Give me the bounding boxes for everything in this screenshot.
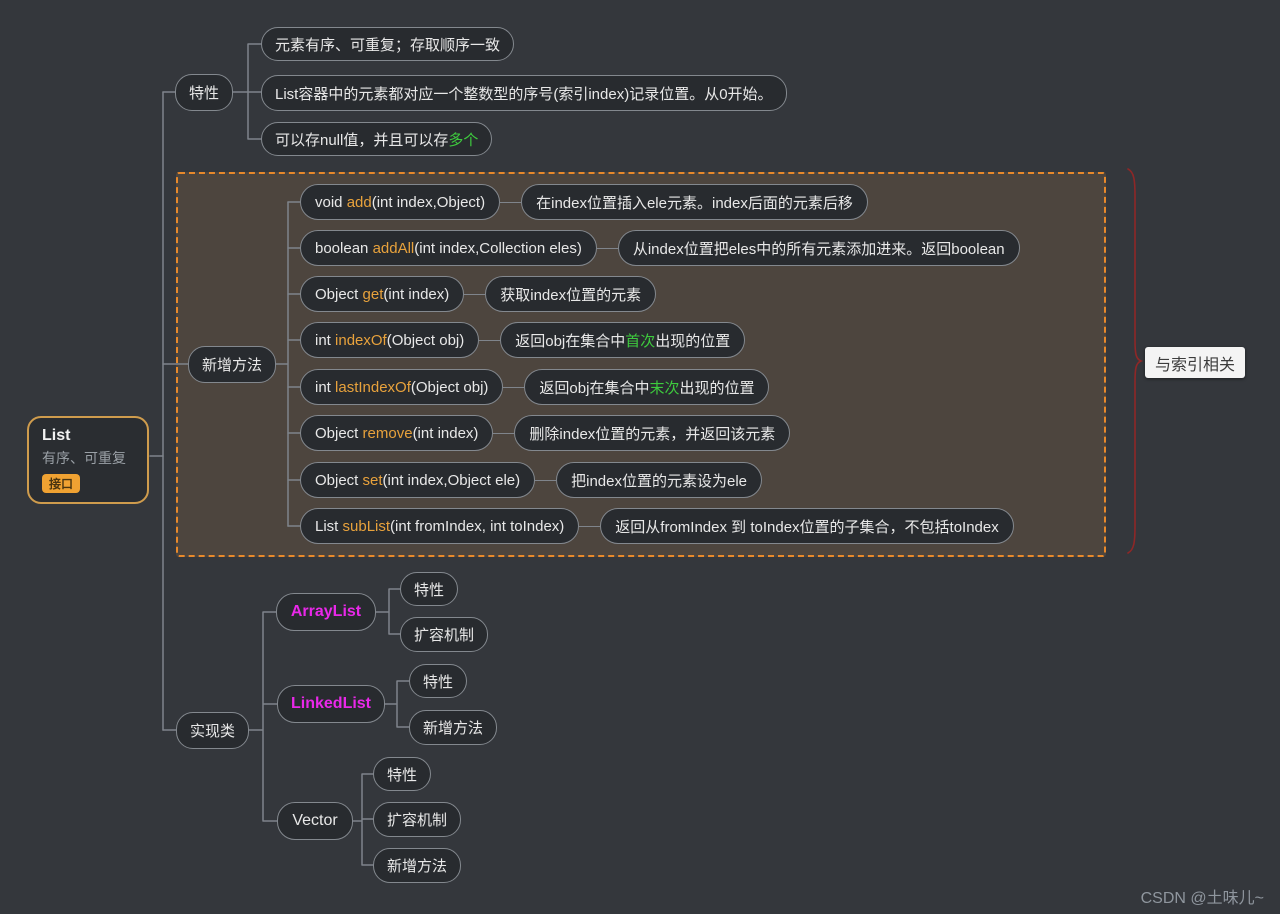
method-desc-node[interactable]: 从index位置把eles中的所有元素添加进来。返回boolean [617, 230, 1020, 266]
class-child-label: 扩容机制 [387, 812, 448, 829]
branch-implementations-node[interactable]: 实现类 [176, 712, 250, 749]
branch-implementations-label: 实现类 [190, 723, 236, 740]
method-desc: 返回obj在集合中首次出现的位置 [515, 332, 731, 350]
method-desc-node[interactable]: 获取index位置的元素 [485, 276, 657, 312]
class-vector-node[interactable]: Vector [277, 802, 353, 840]
method-signature-node[interactable]: int lastIndexOf(Object obj) [300, 369, 504, 405]
feature-item-node[interactable]: List容器中的元素都对应一个整数型的序号(索引index)记录位置。从0开始。 [261, 75, 787, 111]
feature-item-text: 元素有序、可重复；存取顺序一致 [275, 36, 501, 54]
root-node[interactable]: List 有序、可重复 接口 [27, 416, 149, 504]
branch-methods-label: 新增方法 [202, 357, 263, 374]
desc-connector [596, 247, 618, 249]
class-child-node[interactable]: 扩容机制 [400, 617, 489, 652]
feature-item-text: List容器中的元素都对应一个整数型的序号(索引index)记录位置。从0开始。 [275, 85, 773, 103]
method-desc-node[interactable]: 返回从fromIndex 到 toIndex位置的子集合，不包括toIndex [600, 508, 1014, 544]
method-signature-node[interactable]: Object get(int index) [300, 276, 465, 312]
method-desc: 返回obj在集合中末次出现的位置 [539, 379, 755, 397]
method-signature-node[interactable]: Object remove(int index) [300, 415, 494, 451]
method-row: int indexOf(Object obj) 返回obj在集合中首次出现的位置 [300, 322, 746, 358]
class-child-node[interactable]: 特性 [400, 572, 459, 606]
method-desc: 在index位置插入ele元素。index后面的元素后移 [536, 194, 853, 212]
class-child-node[interactable]: 新增方法 [373, 848, 462, 883]
method-signature: Object remove(int index) [315, 424, 479, 442]
class-child-node[interactable]: 特性 [373, 757, 432, 791]
method-desc-node[interactable]: 删除index位置的元素，并返回该元素 [514, 415, 791, 451]
class-child-node[interactable]: 新增方法 [409, 710, 498, 745]
class-name: LinkedList [291, 695, 372, 712]
desc-connector [493, 432, 515, 434]
method-signature: int lastIndexOf(Object obj) [315, 378, 489, 396]
method-desc-node[interactable]: 返回obj在集合中首次出现的位置 [500, 322, 746, 358]
summary-text: 与索引相关 [1155, 356, 1236, 374]
class-child-label: 新增方法 [387, 858, 448, 875]
class-child-node[interactable]: 扩容机制 [373, 802, 462, 837]
method-desc: 返回从fromIndex 到 toIndex位置的子集合，不包括toIndex [615, 518, 999, 536]
summary-brace [1127, 168, 1144, 554]
method-row: Object get(int index) 获取index位置的元素 [300, 276, 657, 312]
class-child-label: 特性 [387, 766, 418, 784]
method-desc-node[interactable]: 把index位置的元素设为ele [556, 462, 763, 498]
branch-features-label: 特性 [189, 85, 220, 102]
class-child-label: 扩容机制 [414, 627, 475, 644]
method-signature: void add(int index,Object) [315, 193, 486, 211]
method-signature: boolean addAll(int index,Collection eles… [315, 239, 582, 257]
class-child-label: 特性 [423, 673, 454, 691]
feature-item-node[interactable]: 可以存null值，并且可以存多个 [261, 122, 493, 156]
branch-methods-node[interactable]: 新增方法 [188, 346, 277, 383]
method-row: Object remove(int index) 删除index位置的元素，并返… [300, 415, 791, 451]
method-signature-node[interactable]: int indexOf(Object obj) [300, 322, 480, 358]
method-row: boolean addAll(int index,Collection eles… [300, 230, 1020, 266]
watermark: CSDN @土味儿~ [1140, 890, 1264, 907]
desc-connector [535, 479, 557, 481]
method-desc: 从index位置把eles中的所有元素添加进来。返回boolean [632, 240, 1005, 258]
method-signature: Object set(int index,Object ele) [315, 471, 521, 489]
class-name: ArrayList [290, 603, 362, 620]
method-signature-node[interactable]: void add(int index,Object) [300, 184, 501, 220]
class-child-label: 特性 [414, 581, 445, 599]
method-desc: 获取index位置的元素 [500, 286, 642, 304]
interface-badge: 接口 [42, 474, 81, 493]
class-child-node[interactable]: 特性 [409, 664, 468, 698]
method-row: int lastIndexOf(Object obj) 返回obj在集合中末次出… [300, 369, 770, 405]
class-arraylist-node[interactable]: ArrayList [276, 593, 376, 631]
method-signature: List subList(int fromIndex, int toIndex) [315, 517, 565, 535]
method-signature-node[interactable]: boolean addAll(int index,Collection eles… [300, 230, 597, 266]
feature-item-node[interactable]: 元素有序、可重复；存取顺序一致 [261, 27, 515, 61]
root-title: List [42, 427, 71, 444]
summary-label[interactable]: 与索引相关 [1145, 347, 1246, 378]
method-signature-node[interactable]: Object set(int index,Object ele) [300, 462, 536, 498]
class-child-label: 新增方法 [423, 720, 484, 737]
method-desc: 删除index位置的元素，并返回该元素 [529, 425, 776, 443]
method-signature: int indexOf(Object obj) [315, 331, 465, 349]
method-signature-node[interactable]: List subList(int fromIndex, int toIndex) [300, 508, 580, 544]
method-desc-node[interactable]: 返回obj在集合中末次出现的位置 [524, 369, 770, 405]
method-row: void add(int index,Object) 在index位置插入ele… [300, 184, 868, 220]
class-name: Vector [292, 812, 338, 829]
method-desc-node[interactable]: 在index位置插入ele元素。index后面的元素后移 [521, 184, 868, 220]
class-linkedlist-node[interactable]: LinkedList [277, 685, 385, 723]
root-subtitle: 有序、可重复 [42, 450, 126, 466]
method-desc: 把index位置的元素设为ele [571, 472, 748, 490]
desc-connector [464, 293, 486, 295]
desc-connector [503, 386, 525, 388]
desc-connector [579, 525, 601, 527]
feature-item-text: 可以存null值，并且可以存多个 [275, 131, 479, 149]
branch-features-node[interactable]: 特性 [175, 74, 234, 111]
method-row: Object set(int index,Object ele) 把index位… [300, 462, 763, 498]
method-row: List subList(int fromIndex, int toIndex)… [300, 508, 1014, 544]
desc-connector [500, 201, 522, 203]
method-signature: Object get(int index) [315, 285, 450, 303]
desc-connector [479, 339, 501, 341]
